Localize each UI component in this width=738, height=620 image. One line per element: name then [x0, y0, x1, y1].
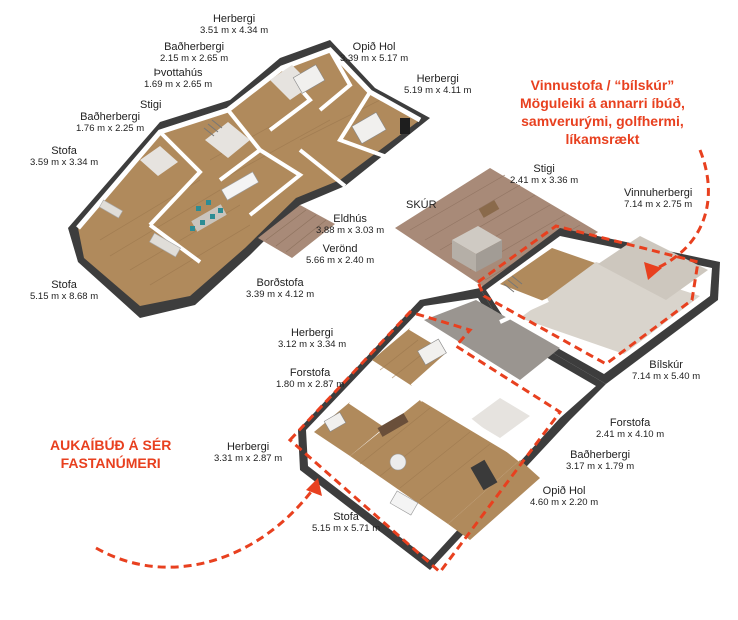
label-skur: SKÚR — [406, 199, 437, 211]
callout-arrowheads — [306, 262, 662, 496]
label-stigi-top: Stigi — [140, 99, 162, 111]
callout-apartment: AUKAÍBÚÐ Á SÉR FASTANÚMERI — [50, 437, 172, 471]
callout-outlines — [95, 149, 710, 575]
upper-unit — [68, 40, 430, 318]
callout-workshop: Vinnustofa / “bílskúr” Möguleiki á annar… — [520, 77, 685, 147]
